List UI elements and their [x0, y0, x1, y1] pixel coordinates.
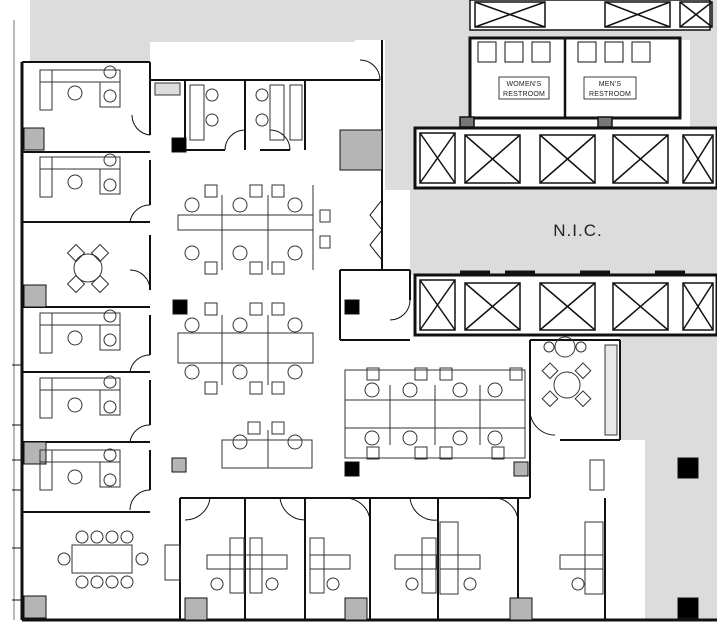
double-door: [369, 199, 383, 261]
workstation-cluster-3: [221, 421, 313, 469]
column-black-4: [344, 461, 360, 477]
left-offices: [39, 65, 149, 589]
nic-label-box: [545, 213, 610, 245]
toilet-m3: [631, 41, 651, 63]
stall-top-1: [474, 1, 546, 28]
door-9: [359, 59, 381, 81]
column-6b: [171, 457, 187, 473]
toilet-w3: [531, 41, 551, 63]
elevator-bank-upper: [413, 126, 717, 190]
door-14: [409, 497, 439, 521]
door-4: [129, 354, 151, 373]
mens-sign-box: [583, 76, 637, 100]
door-10: [389, 299, 411, 321]
bottom-office-2: [309, 537, 351, 594]
office-2-furniture: [39, 153, 121, 198]
bottom-office-1: [206, 537, 288, 594]
door-1: [131, 114, 151, 136]
mens-restroom-label-1: MEN'S: [599, 81, 622, 88]
restroom-core: [459, 0, 713, 128]
office-1-furniture: [39, 65, 121, 111]
column-3: [23, 441, 47, 465]
column-5b: [513, 461, 529, 477]
womens-restroom-label-2: RESTROOM: [503, 91, 545, 98]
mullion-ticks: [12, 20, 22, 620]
stall-top-3: [679, 1, 713, 28]
bottom-office-5: [559, 521, 604, 595]
toilet-m2: [604, 41, 624, 63]
office-5-furniture: [39, 375, 121, 419]
office-6-furniture: [39, 448, 121, 491]
entry-void: [150, 42, 382, 77]
core-top-band: [469, 0, 711, 31]
door-5: [129, 424, 151, 443]
column-7: [509, 597, 533, 621]
toilet-m1: [577, 41, 597, 63]
stall-top-2: [604, 1, 671, 28]
column-black-3: [344, 299, 360, 315]
elevator-bank-lower: [413, 273, 717, 337]
nic-label: N.I.C.: [553, 221, 602, 240]
office-3-meeting: [66, 243, 110, 294]
column-1: [23, 127, 45, 151]
column-2: [23, 284, 47, 308]
conference-room-furniture: [57, 530, 149, 589]
workstation-cluster-4: [344, 367, 526, 460]
top-offices: [154, 82, 303, 141]
womens-sign-box: [498, 76, 550, 100]
workstation-cluster-2: [177, 302, 314, 395]
column-black-6: [677, 597, 699, 619]
bottom-office-4: [439, 521, 481, 595]
column-6: [344, 597, 368, 621]
door-swings: [129, 59, 556, 521]
bottom-offices: [164, 521, 604, 595]
door-13: [344, 497, 371, 521]
door-2: [129, 204, 151, 223]
column-4: [23, 595, 47, 619]
column-5: [184, 597, 208, 621]
womens-restroom-label-1: WOMEN'S: [506, 81, 541, 88]
column-black-2: [172, 299, 188, 315]
door-6: [129, 489, 151, 511]
office-4-furniture: [39, 309, 121, 354]
nic-area-right-lower: [620, 330, 717, 440]
door-16: [529, 409, 556, 436]
column-black-1: [171, 137, 187, 153]
toilet-w1: [477, 41, 497, 63]
column-black-5: [677, 457, 699, 479]
columns: [23, 127, 699, 621]
door-3: [129, 269, 151, 291]
break-area: [541, 336, 618, 491]
door-15: [489, 497, 519, 521]
bottom-office-3: [394, 537, 438, 594]
door-12: [279, 497, 306, 521]
door-7: [224, 129, 246, 151]
toilet-w2: [504, 41, 524, 63]
door-11: [184, 497, 211, 521]
column-core: [339, 129, 383, 171]
workstation-cluster-1: [177, 184, 331, 275]
mens-restroom-label-2: RESTROOM: [589, 91, 631, 98]
